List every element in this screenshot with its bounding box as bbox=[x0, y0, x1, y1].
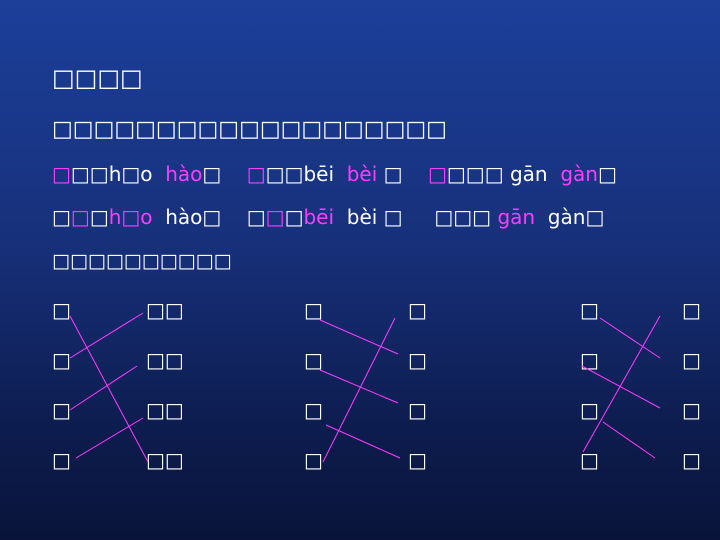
pinyin-segment: hào bbox=[165, 205, 203, 229]
pinyin-segment: □□ bbox=[265, 162, 304, 186]
match-g3-left-3: □ bbox=[580, 398, 599, 422]
match-g1-left-2: □ bbox=[52, 348, 71, 372]
pinyin-segment: □ bbox=[428, 162, 447, 186]
match-line bbox=[69, 365, 138, 411]
pinyin-segment: bèi bbox=[346, 205, 378, 229]
match-g1-left-1: □ bbox=[52, 298, 71, 322]
pinyin-segment: bēi bbox=[303, 162, 335, 186]
pinyin-segment: gān bbox=[497, 205, 536, 229]
match-line bbox=[602, 421, 656, 459]
pinyin-segment: gān bbox=[509, 162, 548, 186]
match-line bbox=[319, 319, 399, 355]
match-g2-right-4: □ bbox=[408, 448, 427, 472]
pinyin-segment: □ bbox=[246, 205, 266, 229]
match-g1-right-1: □□ bbox=[146, 298, 184, 322]
instruction-text: □□□□□□□□□□□□□□□□□□□ bbox=[52, 117, 447, 142]
match-g2-left-4: □ bbox=[304, 448, 323, 472]
pinyin-segment: □ bbox=[265, 205, 285, 229]
match-line bbox=[69, 315, 149, 463]
match-line bbox=[319, 369, 399, 404]
pinyin-segment: □ bbox=[70, 205, 90, 229]
pinyin-segment: gàn bbox=[547, 205, 586, 229]
match-g3-left-1: □ bbox=[580, 298, 599, 322]
pinyin-segment: bēi bbox=[303, 205, 335, 229]
match-g2-left-3: □ bbox=[304, 398, 323, 422]
pinyin-segment: □ bbox=[202, 205, 222, 229]
pinyin-segment: hào bbox=[165, 162, 203, 186]
match-g1-left-4: □ bbox=[52, 448, 71, 472]
pinyin-segment: □ bbox=[284, 205, 304, 229]
match-g2-right-3: □ bbox=[408, 398, 427, 422]
pinyin-segment: gàn bbox=[560, 162, 598, 186]
match-g1-left-3: □ bbox=[52, 398, 71, 422]
pinyin-segment: □ bbox=[52, 162, 71, 186]
match-line bbox=[581, 365, 661, 409]
pinyin-segment: □ bbox=[585, 205, 605, 229]
pinyin-segment: h□o bbox=[108, 205, 153, 229]
match-g1-right-3: □□ bbox=[146, 398, 184, 422]
match-g3-right-4: □ bbox=[682, 448, 701, 472]
match-line bbox=[322, 317, 396, 463]
match-g3-left-2: □ bbox=[580, 348, 599, 372]
pinyin-segment: □ bbox=[52, 205, 71, 229]
match-g2-left-1: □ bbox=[304, 298, 323, 322]
pinyin-segment: □ bbox=[202, 162, 222, 186]
matching-subheading: □□□□□□□□□□ bbox=[52, 250, 232, 272]
pinyin-segment: □ bbox=[89, 205, 109, 229]
match-g3-left-4: □ bbox=[580, 448, 599, 472]
pinyin-segment: □□□ bbox=[434, 205, 498, 229]
pinyin-segment: □□□ bbox=[446, 162, 510, 186]
match-g1-right-2: □□ bbox=[146, 348, 184, 372]
pinyin-row-1: □□□h□o hào□ □□□bēi bèi □ □□□□ gān gàn□ bbox=[52, 162, 617, 186]
match-g2-left-2: □ bbox=[304, 348, 323, 372]
match-g1-right-4: □□ bbox=[146, 448, 184, 472]
pinyin-segment: □ bbox=[377, 162, 403, 186]
slide-title: □□□□ bbox=[52, 64, 143, 92]
match-line bbox=[69, 312, 144, 359]
match-g2-right-1: □ bbox=[408, 298, 427, 322]
match-line bbox=[599, 317, 661, 359]
pinyin-segment: □ bbox=[246, 162, 266, 186]
match-line bbox=[75, 417, 144, 459]
pinyin-segment: □ bbox=[597, 162, 617, 186]
pinyin-segment: □ bbox=[377, 205, 403, 229]
pinyin-segment: h□o bbox=[108, 162, 153, 186]
match-g2-right-2: □ bbox=[408, 348, 427, 372]
pinyin-segment: □□ bbox=[70, 162, 109, 186]
match-line bbox=[325, 424, 401, 459]
match-g3-right-1: □ bbox=[682, 298, 701, 322]
match-g3-right-2: □ bbox=[682, 348, 701, 372]
pinyin-segment: bèi bbox=[346, 162, 378, 186]
match-line bbox=[582, 315, 661, 453]
pinyin-row-2: □□□h□o hào□ □□□bēi bèi □ □□□ gān gàn□ bbox=[52, 205, 604, 229]
match-g3-right-3: □ bbox=[682, 398, 701, 422]
